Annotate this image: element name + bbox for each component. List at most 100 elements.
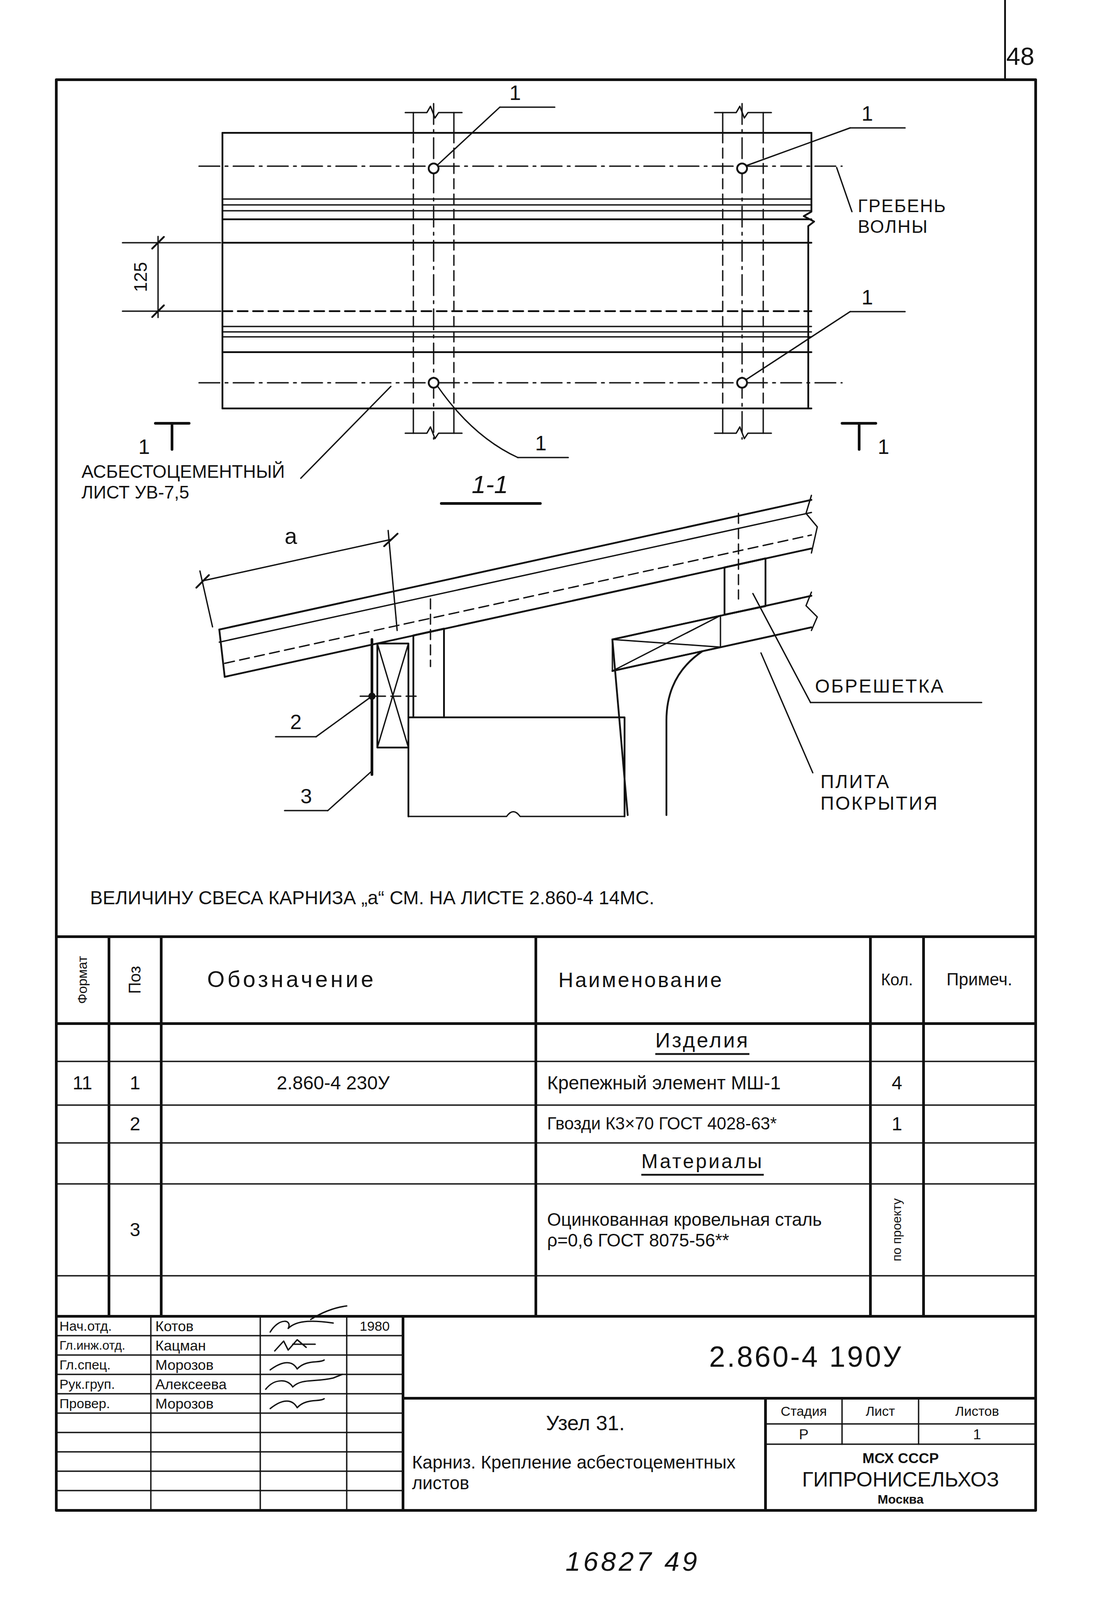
- plan-view: [221, 132, 224, 409]
- title-block-name: Морозов: [155, 1356, 214, 1374]
- part-label: ОБРЕШЕТКА: [815, 675, 945, 698]
- dimension-lines: [152, 236, 164, 249]
- plan-view: [412, 408, 415, 434]
- leader-lines: [327, 770, 372, 811]
- archive-number: 16827 49: [565, 1545, 700, 1577]
- table-section: Материалы: [641, 1150, 764, 1176]
- title-block: [56, 1431, 404, 1434]
- leader-lines: [316, 696, 372, 737]
- eaves-section: [408, 717, 625, 817]
- section-title: 1-1: [471, 470, 509, 499]
- plan-view: [741, 103, 743, 440]
- title-block-name: Кацман: [155, 1337, 206, 1355]
- drawing-title: Узел 31.: [546, 1411, 625, 1436]
- title-block-name: Котов: [155, 1317, 194, 1335]
- dimension-lines: [122, 242, 221, 244]
- leader-lines: [275, 107, 982, 811]
- signatures: [270, 1359, 325, 1370]
- eaves-section: [430, 598, 432, 667]
- eaves-section: [806, 495, 818, 553]
- title-block-header: Лист: [865, 1403, 895, 1420]
- sheet-number: 48: [1006, 41, 1035, 71]
- title-block-role: Нач.отд.: [59, 1318, 112, 1335]
- title-block: [765, 1443, 1036, 1445]
- title-block-cell: Р: [798, 1426, 809, 1443]
- plan-view: [405, 426, 462, 439]
- section-marks: [441, 502, 541, 505]
- dimension-lines: [196, 575, 209, 588]
- eaves-section: [219, 512, 812, 643]
- organisation-name: Москва: [877, 1492, 924, 1507]
- title-block: [56, 1316, 1036, 1511]
- table-header: Наименование: [558, 968, 724, 992]
- organisation-name: МСХ СССР: [862, 1449, 939, 1467]
- title-block: [56, 1335, 404, 1337]
- part-label: ГРЕБЕНЬ ВОЛНЫ: [857, 195, 975, 237]
- eaves-section: [219, 499, 812, 630]
- eaves-section: [413, 628, 444, 718]
- plan-view: [453, 408, 455, 434]
- title-block: [259, 1316, 262, 1511]
- signatures: [265, 1305, 347, 1409]
- title-block-name: Морозов: [155, 1395, 214, 1413]
- callout-number: 2: [289, 710, 302, 734]
- sheet-frame: [56, 0, 1036, 1511]
- plan-view: [722, 408, 724, 434]
- title-block: [56, 1490, 404, 1492]
- table-cell: 11: [72, 1072, 93, 1094]
- table-section: Изделия: [655, 1028, 750, 1056]
- eaves-section: [666, 651, 703, 816]
- leader-lines: [517, 457, 569, 459]
- title-block: [56, 1354, 404, 1356]
- table-cell: 4: [891, 1072, 902, 1094]
- title-block-role: Рук.груп.: [59, 1376, 115, 1393]
- callout-number: 1: [534, 431, 547, 456]
- signatures: [265, 1374, 343, 1390]
- specification-table: [107, 936, 111, 1317]
- table-header: Формат: [74, 955, 91, 1005]
- part-label: АСБЕСТОЦЕМЕНТНЫЙ ЛИСТ УВ-7,5: [81, 461, 316, 503]
- dimension-lines: [152, 305, 164, 318]
- leader-lines: [275, 736, 317, 738]
- title-block: [56, 1412, 404, 1414]
- leader-lines: [752, 593, 811, 703]
- organisation-name: ГИПРОНИСЕЛЬХОЗ: [801, 1467, 1000, 1492]
- specification-table: [56, 936, 1036, 1317]
- table-cell: Оцинкованная кровельная сталь ρ=0,6 ГОСТ…: [547, 1209, 863, 1251]
- specification-table: [56, 1275, 1036, 1277]
- leader-lines: [810, 701, 982, 704]
- title-block: [56, 1470, 404, 1472]
- plan-view: [722, 112, 724, 133]
- title-block: [346, 1316, 348, 1511]
- leader-lines: [760, 652, 813, 773]
- title-block: [403, 1396, 1036, 1400]
- eaves-section: [219, 629, 225, 677]
- title-block-header: Стадия: [780, 1403, 827, 1420]
- plan-view: [762, 112, 765, 133]
- specification-table: [56, 1060, 1036, 1063]
- dimension-lines: [157, 236, 159, 318]
- plan-view: [453, 132, 455, 409]
- section-mark: 1: [138, 434, 150, 459]
- specification-table: [922, 936, 925, 1317]
- signatures: [270, 1305, 347, 1332]
- specification-table: [159, 936, 163, 1317]
- title-block-role: Гл.инж.отд.: [59, 1338, 126, 1353]
- plan-view: [412, 132, 415, 409]
- table-cell: 3: [129, 1218, 141, 1241]
- title-block-role: Гл.спец.: [59, 1357, 111, 1373]
- title-block: [56, 1451, 404, 1453]
- leader-lines: [499, 106, 555, 109]
- callout-number: 3: [300, 784, 313, 809]
- title-block: [150, 1316, 152, 1511]
- plan-view: [453, 112, 455, 133]
- drawing-code: 2.860-4 190У: [709, 1340, 903, 1374]
- table-cell: 1: [129, 1072, 141, 1094]
- leader-lines: [284, 810, 328, 812]
- callout-number: 1: [861, 285, 874, 310]
- eaves-section: [224, 548, 812, 677]
- dimension-text: a: [284, 523, 298, 550]
- title-block: [765, 1423, 1036, 1425]
- specification-table: [534, 936, 538, 1317]
